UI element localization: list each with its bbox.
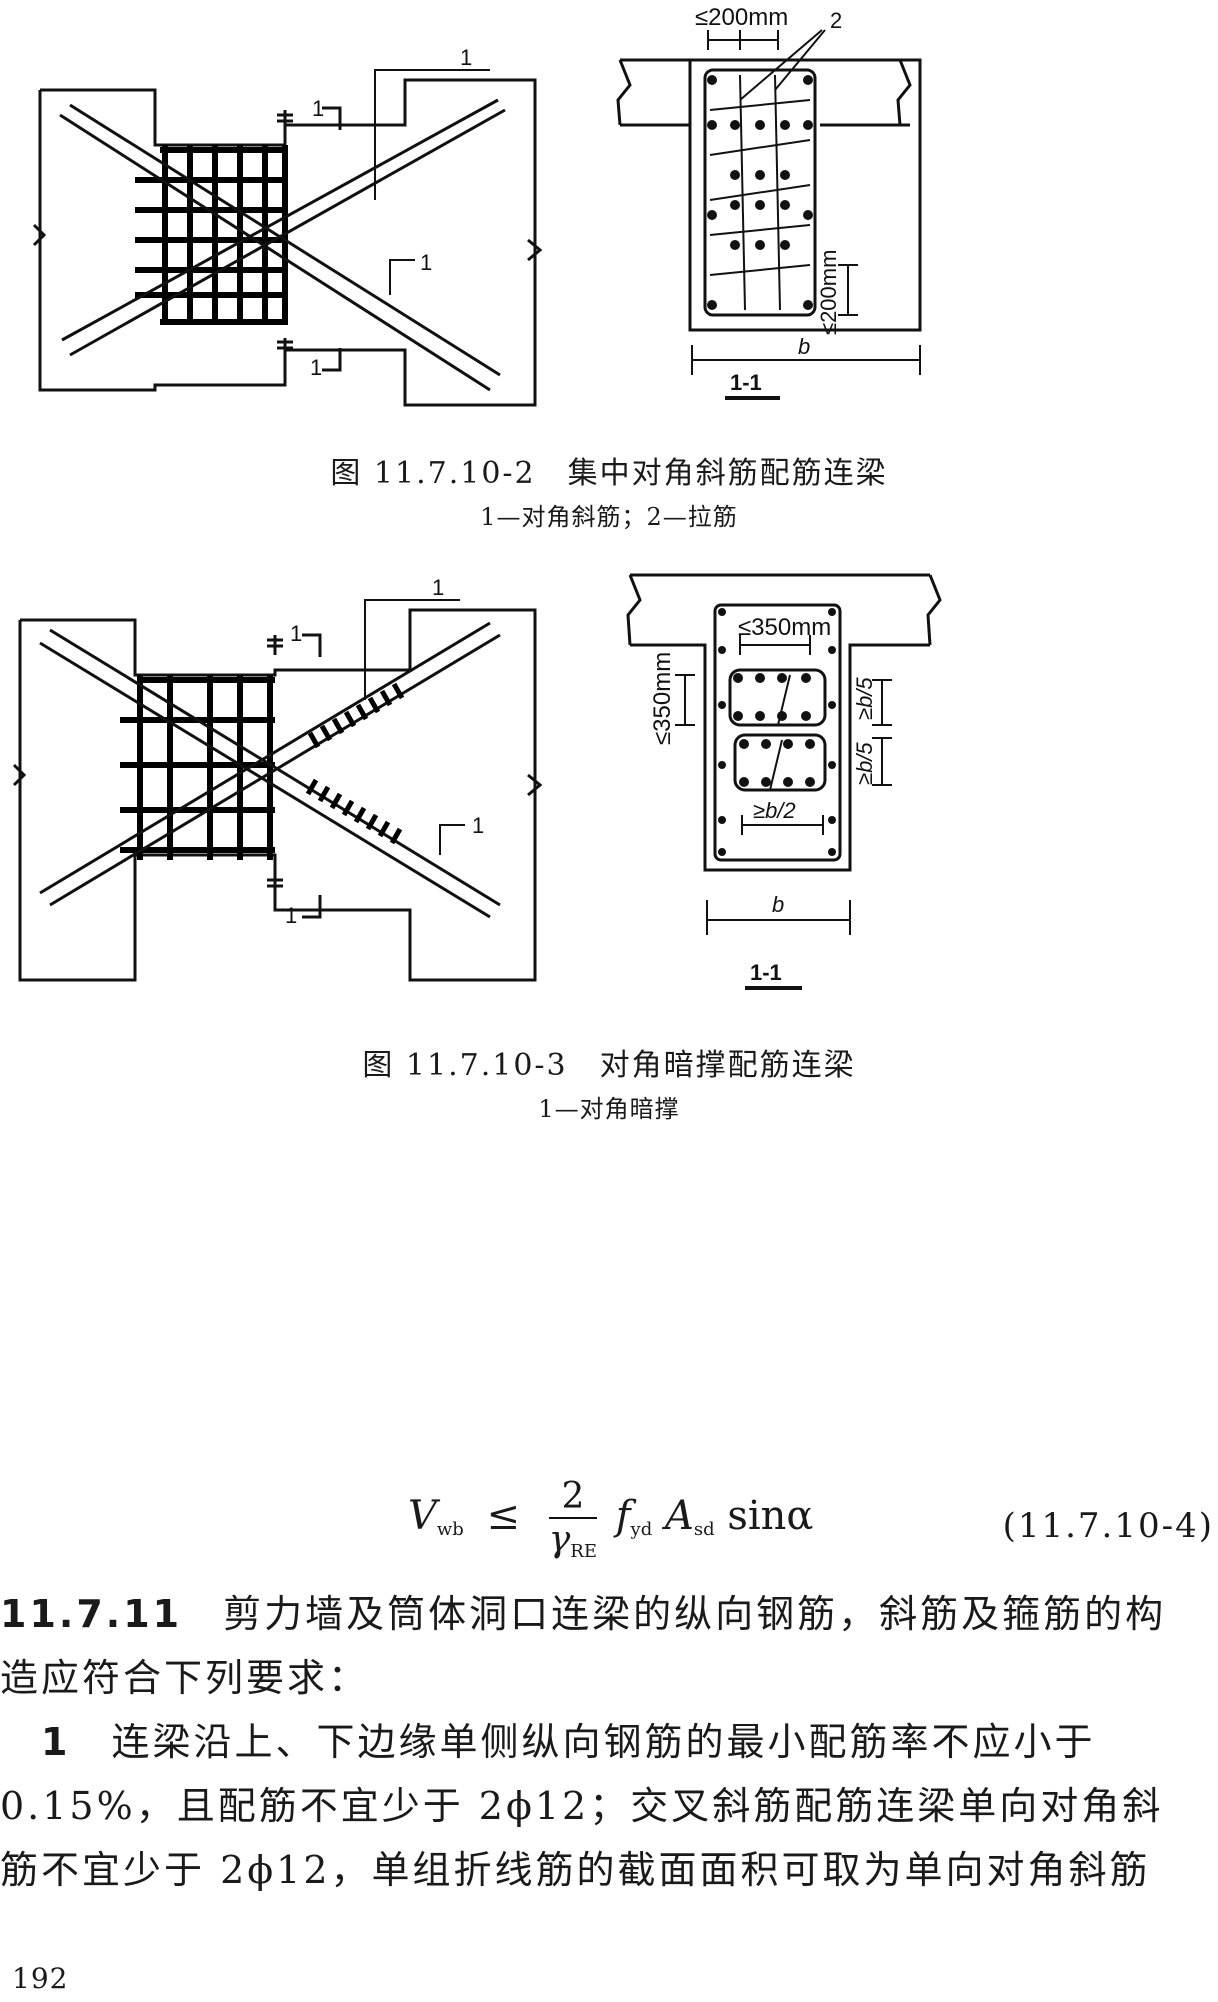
dim-right-b5-top: ≥b/5 [852,677,877,720]
equation-number: (11.7.10-4) [1002,1506,1214,1546]
clause-11-7-11: 11.7.11 剪力墙及筒体洞口连梁的纵向钢筋，斜筋及箍筋的构 造应符合下列要求… [0,1582,1218,1902]
stirrup-grid [120,675,275,860]
dim-right-b5-bottom: ≥b/5 [852,742,877,785]
equation-11-7-10-4: Vwb ≤ 2 γRE fyd Asd sinα (11.7.10-4) [0,1468,1218,1578]
item-line-1: 连梁沿上、下边缘单侧纵向钢筋的最小配筋率不应小于 [111,1720,1096,1764]
diagonal-bars [59,98,506,392]
item-number: 1 [41,1720,71,1764]
section-label: 1-1 [750,960,782,985]
clause-line-2: 造应符合下列要求： [0,1656,370,1700]
callout-1-mid: 1 [420,250,432,275]
dim-b: b [772,892,784,917]
ties [709,74,811,311]
figure-2-caption: 图 11.7.10-3 对角暗撑配筋连梁 [362,1048,856,1083]
strut-hoops [305,682,405,845]
dim-top-350: ≤350mm [738,614,831,641]
callout-1-top: 1 [432,575,444,600]
clause-number: 11.7.11 [0,1592,183,1636]
page-number: 192 [12,1962,69,1995]
section-mark-bottom: 1 [310,355,322,380]
figure-2-section: ≤350mm ≤350mm ≥b/5 ≥b/5 ≥b/2 b 1-1 [626,573,942,990]
section-mark-bottom: 1 [285,903,297,928]
dim-side-200: ≤200mm [816,250,841,335]
item-line-2: 0.15%，且配筋不宜少于 2ϕ12；交叉斜筋配筋连梁单向对角斜 [0,1784,1164,1828]
dim-top-200: ≤200mm [695,4,788,31]
section-mark-top: 1 [312,96,324,121]
clause-line-1: 剪力墙及筒体洞口连梁的纵向钢筋，斜筋及箍筋的构 [223,1592,1167,1636]
callout-1-mid: 1 [472,813,484,838]
section-mark-top: 1 [290,621,302,646]
diagonal-struts [39,621,501,919]
figure-2-elevation: 1 1 1 1 [12,575,543,982]
figure-1-elevation: 1 1 1 1 [32,45,543,407]
rebar-dots [707,75,813,310]
equation-formula: Vwb ≤ 2 γRE fyd Asd sinα [408,1476,814,1562]
figure-2-legend: 1—对角暗撑 [538,1095,680,1123]
dim-b: b [798,334,810,359]
figure-1-section: ≤200mm 2 ≤200mm b 1-1 [616,4,922,400]
equation-fraction: 2 γRE [548,1476,597,1562]
dim-half-b: ≥b/2 [753,798,796,823]
figure-1-caption: 图 11.7.10-2 集中对角斜筋配筋连梁 [330,456,888,491]
section-label: 1-1 [730,370,762,395]
figure-1-legend: 1—对角斜筋；2—拉筋 [480,503,738,531]
item-line-3: 筋不宜少于 2ϕ12，单组折线筋的截面面积可取为单向对角斜筋 [0,1848,1151,1892]
stirrup-grid [135,145,288,325]
dim-left-350: ≤350mm [649,652,676,745]
callout-2: 2 [830,8,842,33]
callout-1-top: 1 [460,45,472,70]
